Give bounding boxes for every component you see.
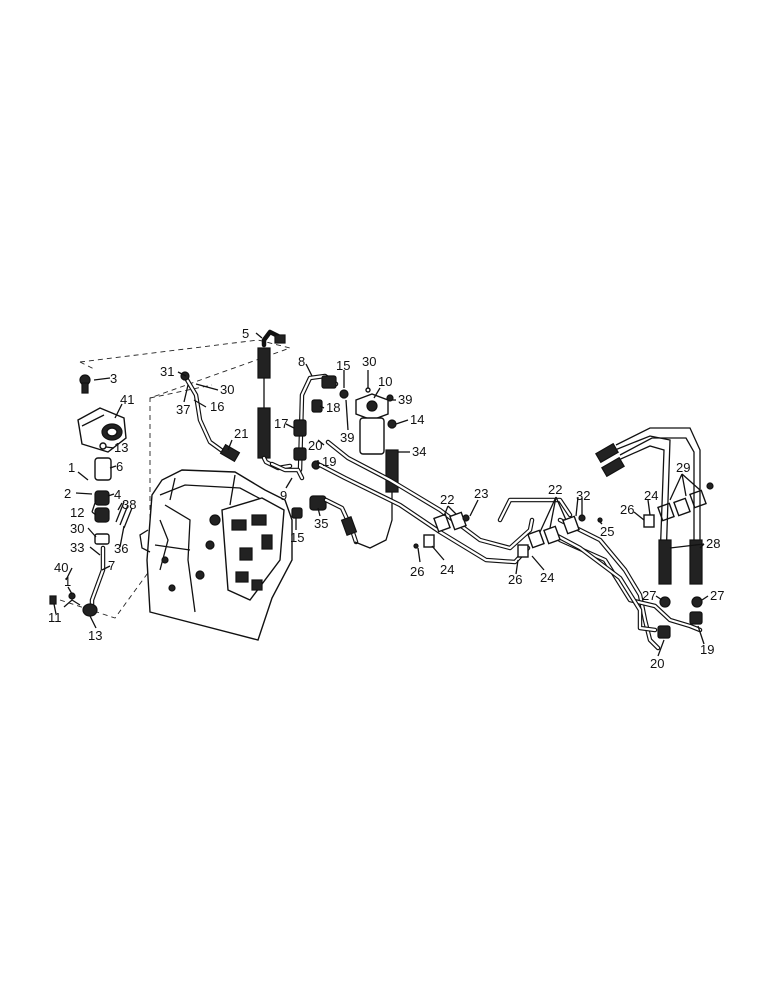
callout-35: 35 <box>314 516 328 531</box>
callout-24b: 24 <box>540 570 554 585</box>
clamp-set-left <box>413 511 470 549</box>
callout-21: 21 <box>234 426 248 441</box>
filter-return-line <box>354 492 393 549</box>
callout-7: 7 <box>108 558 115 573</box>
callout-labels: 5 3 31 30 37 16 41 21 13 1 6 2 4 12 38 3… <box>48 326 724 671</box>
transmission-housing <box>139 469 293 641</box>
callout-19b: 19 <box>700 642 714 657</box>
callout-20: 20 <box>308 438 322 453</box>
callout-22b: 22 <box>548 482 562 497</box>
callout-14: 14 <box>410 412 424 427</box>
callout-23: 23 <box>474 486 488 501</box>
callout-17: 17 <box>274 416 288 431</box>
callout-1b: 1 <box>64 574 71 589</box>
callout-13: 13 <box>114 440 128 455</box>
callout-25: 25 <box>600 524 614 539</box>
callout-26: 26 <box>410 564 424 579</box>
hose-assembly-5 <box>257 329 293 471</box>
callout-20b: 20 <box>650 656 664 671</box>
callout-24c: 24 <box>644 488 658 503</box>
callout-27: 27 <box>642 588 656 603</box>
callout-8: 8 <box>298 354 305 369</box>
callout-33: 33 <box>70 540 84 555</box>
callout-5: 5 <box>242 326 249 341</box>
leader-lines <box>53 332 709 657</box>
callout-30c: 30 <box>362 354 376 369</box>
phantom-outline <box>59 339 292 619</box>
callout-15b: 15 <box>290 530 304 545</box>
callout-40: 40 <box>54 560 68 575</box>
callout-39b: 39 <box>340 430 354 445</box>
callout-28: 28 <box>706 536 720 551</box>
left-fitting-stack <box>49 374 133 617</box>
callout-32: 32 <box>576 488 590 503</box>
callout-6: 6 <box>116 459 123 474</box>
callout-24: 24 <box>440 562 454 577</box>
callout-27b: 27 <box>710 588 724 603</box>
callout-37: 37 <box>176 402 190 417</box>
fittings-bottom-right <box>657 596 703 639</box>
callout-18: 18 <box>326 400 340 415</box>
callout-22: 22 <box>440 492 454 507</box>
callout-41: 41 <box>120 392 134 407</box>
callout-39: 39 <box>398 392 412 407</box>
callout-19: 19 <box>322 454 336 469</box>
callout-15: 15 <box>336 358 350 373</box>
callout-3: 3 <box>110 371 117 386</box>
callout-36: 36 <box>114 541 128 556</box>
hose-assembly-16 <box>180 371 241 463</box>
callout-10: 10 <box>378 374 392 389</box>
callout-29: 29 <box>676 460 690 475</box>
callout-26c: 26 <box>620 502 634 517</box>
clamp-set-middle <box>517 514 603 558</box>
callout-12: 12 <box>70 505 84 520</box>
callout-26b: 26 <box>508 572 522 587</box>
callout-31: 31 <box>160 364 174 379</box>
tube-assembly-8 <box>269 373 339 481</box>
callout-13b: 13 <box>88 628 102 643</box>
callout-1: 1 <box>68 460 75 475</box>
callout-4: 4 <box>114 487 121 502</box>
hose-assembly-28 <box>595 427 703 585</box>
callout-16: 16 <box>210 399 224 414</box>
elbow-assembly-35 <box>291 495 359 545</box>
filter-assembly <box>339 387 399 493</box>
callout-38: 38 <box>122 497 136 512</box>
callout-2: 2 <box>64 486 71 501</box>
pump-assembly <box>77 407 127 453</box>
callout-34: 34 <box>412 444 426 459</box>
callout-11: 11 <box>48 610 62 625</box>
callout-30: 30 <box>220 382 234 397</box>
callout-30b: 30 <box>70 521 84 536</box>
callout-9: 9 <box>280 488 287 503</box>
